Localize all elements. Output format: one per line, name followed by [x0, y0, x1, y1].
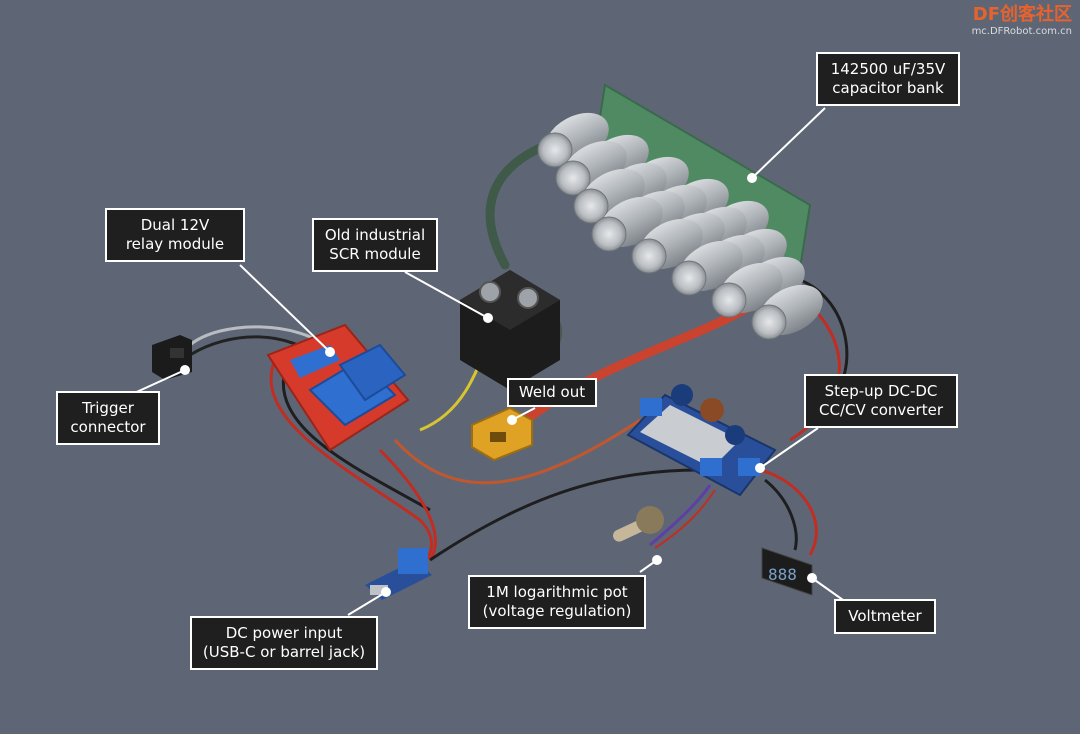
label-power-input-line1: DC power input: [225, 624, 343, 642]
capacitor-end: [711, 282, 747, 318]
label-log-pot-line1: 1M logarithmic pot: [486, 583, 628, 601]
label-power-input-line2: (USB-C or barrel jack): [202, 643, 366, 661]
pot-wire-red: [654, 489, 716, 549]
capacitor-end: [591, 216, 627, 252]
power-black-2: [429, 468, 701, 562]
svg-text:888: 888: [768, 565, 797, 584]
label-step-up-converter-line2: CC/CV converter: [819, 401, 943, 419]
voltmeter: 888: [761, 547, 813, 596]
label-trigger-connector-line2: connector: [70, 418, 146, 436]
capacitor-end: [671, 260, 707, 296]
label-step-up-converter: Step-up DC-DC CC/CV converter: [804, 374, 958, 428]
label-voltmeter: Voltmeter: [834, 599, 936, 634]
voltmeter-wire-red: [759, 468, 818, 556]
step-up-converter: [626, 384, 777, 497]
label-power-input: DC power input (USB-C or barrel jack): [190, 616, 378, 670]
potentiometer: [613, 506, 664, 542]
watermark-url: mc.DFRobot.com.cn: [971, 26, 1072, 37]
label-capacitor-bank: 142500 uF/35V capacitor bank: [816, 52, 960, 106]
capacitor-bank: [537, 83, 823, 340]
power-red-1: [269, 359, 433, 567]
label-scr-module-line1: Old industrial: [324, 226, 426, 244]
label-relay-module-line2: relay module: [125, 235, 225, 253]
leader-lines: [129, 107, 844, 616]
xt60-connector: [471, 406, 533, 462]
power-input-module: [365, 548, 432, 600]
label-weld-out-line1: Weld out: [518, 383, 586, 401]
voltmeter-wire-black: [764, 478, 798, 551]
label-weld-out: Weld out: [507, 378, 597, 407]
power-red-2: [378, 448, 437, 561]
label-scr-module: Old industrial SCR module: [312, 218, 438, 272]
label-scr-module-line2: SCR module: [329, 245, 421, 263]
label-relay-module: Dual 12V relay module: [105, 208, 245, 262]
label-step-up-converter-line1: Step-up DC-DC: [824, 382, 938, 400]
capacitor-end: [555, 160, 591, 196]
capacitor-end: [631, 238, 667, 274]
pot-wire-purple: [649, 484, 712, 547]
capacitor-end: [751, 304, 787, 340]
label-log-pot-line2: (voltage regulation): [482, 602, 632, 620]
watermark: DF创客社区 mc.DFRobot.com.cn: [972, 4, 1072, 38]
label-voltmeter-line1: Voltmeter: [848, 607, 922, 625]
label-trigger-connector: Trigger connector: [56, 391, 160, 445]
watermark-logo: DF创客社区: [972, 4, 1072, 25]
label-log-pot: 1M logarithmic pot (voltage regulation): [468, 575, 646, 629]
label-capacitor-bank-line1: 142500 uF/35V: [830, 60, 946, 78]
capacitor-end: [537, 132, 573, 168]
relay-to-converter-orange: [393, 418, 641, 485]
power-black-1: [281, 369, 431, 512]
relay-module: [266, 323, 410, 452]
label-trigger-connector-line1: Trigger: [82, 399, 134, 417]
label-relay-module-line1: Dual 12V: [140, 216, 210, 234]
label-capacitor-bank-line2: capacitor bank: [832, 79, 944, 97]
capacitor-end: [573, 188, 609, 224]
